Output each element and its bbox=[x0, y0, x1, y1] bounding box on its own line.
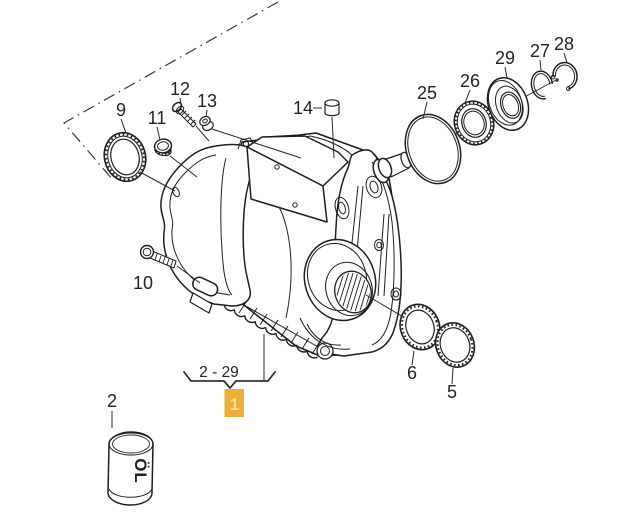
range-bracket bbox=[183, 371, 276, 389]
part-11-plug bbox=[153, 138, 173, 157]
group-callout: 2 - 29 1 bbox=[183, 334, 276, 417]
transfer-case-housing-drawing bbox=[160, 132, 412, 360]
part-label-28[interactable]: 28 bbox=[554, 34, 574, 54]
part-label-9[interactable]: 9 bbox=[116, 100, 126, 120]
part-5-seal-ring bbox=[434, 322, 476, 368]
part-label-12[interactable]: 12 bbox=[170, 79, 190, 99]
part-28-circlip bbox=[550, 61, 578, 91]
oil-can-label: ÖL bbox=[131, 458, 150, 484]
part-label-29[interactable]: 29 bbox=[495, 48, 515, 68]
part-26-seal-ring bbox=[453, 100, 495, 146]
parts-range-label: 2 - 29 bbox=[199, 364, 239, 381]
oil-can: ÖL bbox=[107, 411, 154, 506]
part-label-14[interactable]: 14 bbox=[293, 98, 313, 118]
part-10-bolt bbox=[139, 244, 201, 284]
part-label-11[interactable]: 11 bbox=[148, 108, 167, 128]
axis-end-dot bbox=[555, 78, 559, 82]
selected-part-callout[interactable]: 1 bbox=[230, 395, 239, 414]
part-14-cap bbox=[313, 99, 340, 159]
construction-line bbox=[63, 1, 279, 181]
label-leaders bbox=[120, 52, 568, 385]
selected-part-highlight[interactable] bbox=[224, 389, 245, 417]
part-label-26[interactable]: 26 bbox=[460, 71, 480, 91]
part-25-o-ring bbox=[404, 113, 462, 185]
part-6-seal-ring bbox=[399, 303, 441, 351]
part-label-2[interactable]: 2 bbox=[107, 391, 117, 411]
part-label-27[interactable]: 27 bbox=[530, 41, 550, 61]
part-label-25[interactable]: 25 bbox=[417, 83, 437, 103]
part-29-bearing bbox=[486, 77, 530, 131]
part-12-screw bbox=[171, 101, 197, 128]
part-label-10[interactable]: 10 bbox=[133, 273, 153, 293]
output-boss bbox=[303, 238, 377, 322]
part-label-13[interactable]: 13 bbox=[197, 91, 217, 111]
part-label-5[interactable]: 5 bbox=[447, 382, 457, 402]
part-13-washer bbox=[199, 115, 214, 132]
shaft-stub bbox=[372, 151, 412, 184]
part-9-seal-ring bbox=[103, 131, 147, 183]
part-27-snap-ring bbox=[530, 70, 554, 100]
part-label-6[interactable]: 6 bbox=[407, 363, 417, 383]
